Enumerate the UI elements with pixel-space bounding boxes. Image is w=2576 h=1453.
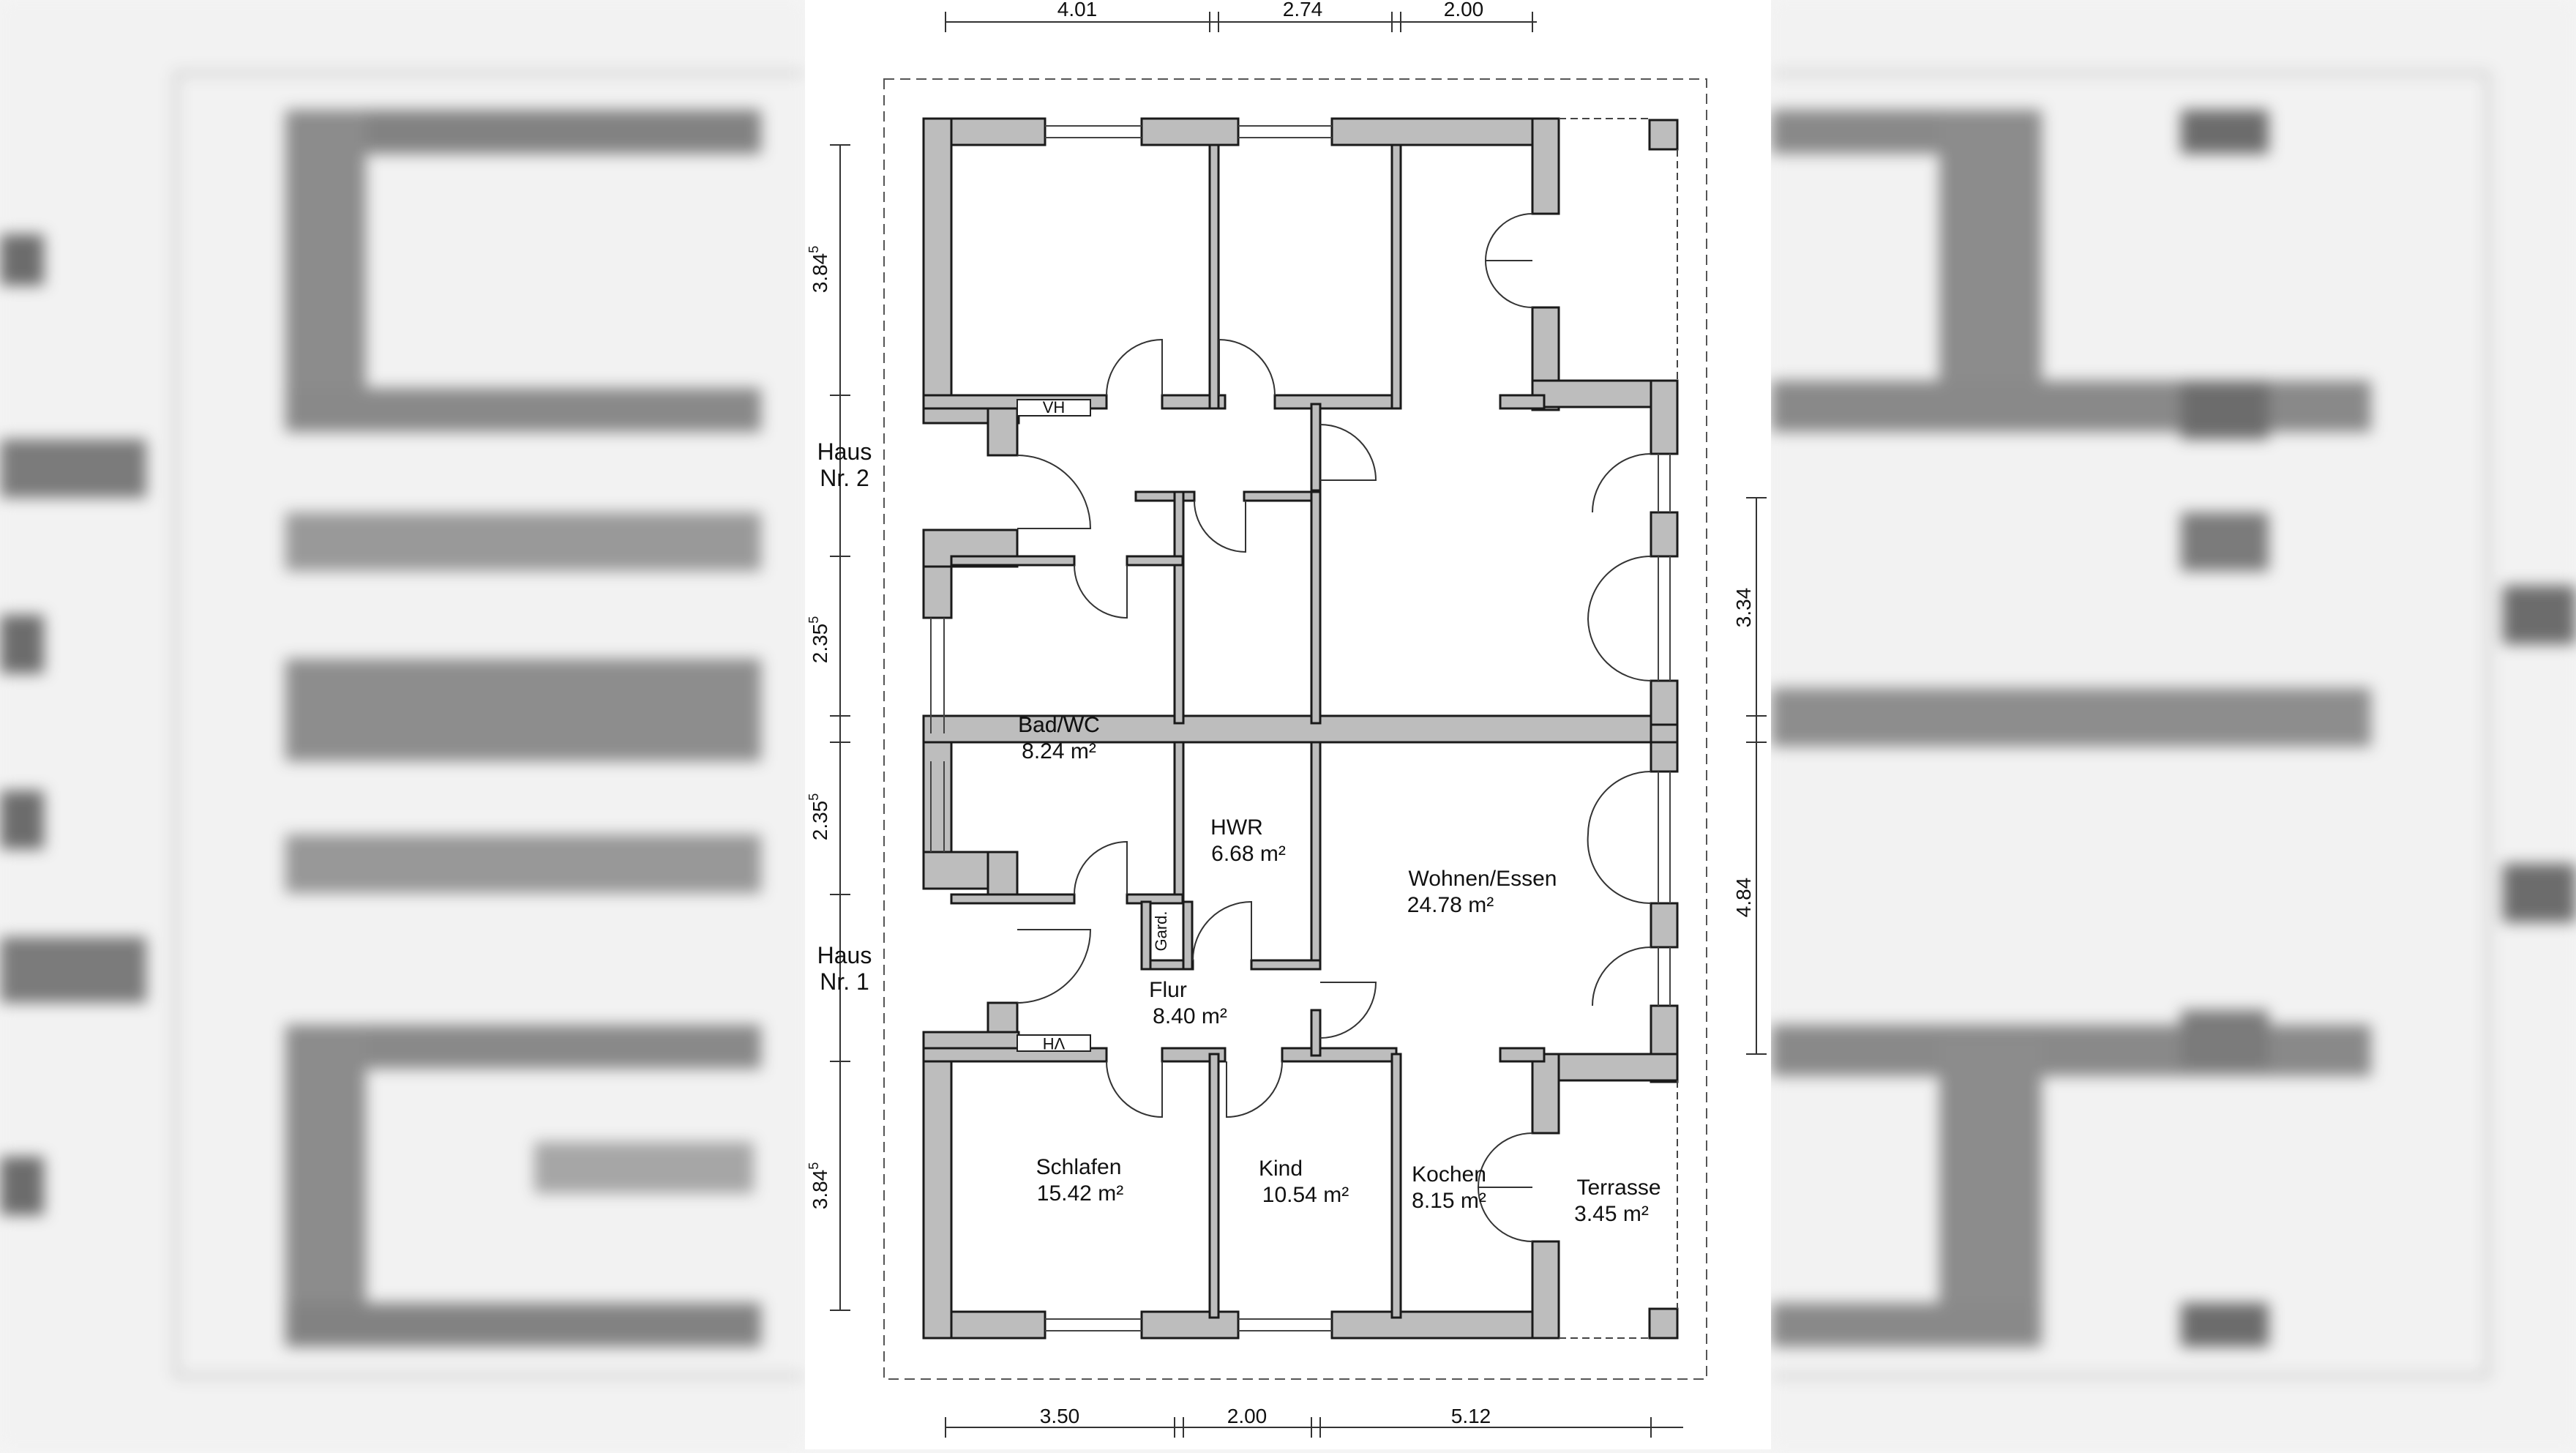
vh-label-bottom: VH [1043,1034,1066,1053]
dim-right-1: 3.34 [1732,588,1755,628]
kind-area-label: 10.54 m² [1262,1183,1349,1207]
wall-bottom-3 [1330,1310,1560,1340]
dim-bottom-2: 2.00 [1227,1405,1268,1427]
dim-bottom-1: 3.50 [1040,1405,1080,1427]
floor-plan-drawing: VH VH Gard. Bad/WC Bad/WC [806,0,1767,1438]
wall-top-2 [1140,117,1240,146]
dim-left-2: 2.355 [806,616,831,664]
post-bottom-right [1648,1307,1679,1340]
dim-top-3: 2.00 [1444,0,1484,20]
wall-bed-1-div-2 [1390,1053,1402,1319]
top-dimension-texts: 4.01 2.74 2.00 [1057,0,1484,20]
wall-hwr-2-top-b [1243,490,1319,502]
blurred-background-left [0,0,805,1449]
wall-bad-2-top [950,555,1076,567]
wall-hwr-1-right [1310,741,1322,963]
wall-center [922,714,1679,744]
wall-bottom-2 [1140,1310,1240,1340]
walls [922,117,1679,1340]
house-1-line2: Nr. 1 [820,968,869,995]
kochen-area-label: 8.15 m² [1412,1189,1486,1213]
dashed-outline [883,78,1707,1380]
room-bad-name-visible: Bad/WC [1018,713,1100,737]
wall-bed-2-div-2 [1390,143,1402,410]
kochen-name-label: Kochen [1412,1162,1486,1187]
wall-hwr-1-bottom-b [1250,959,1322,971]
wall-right-2c [1650,679,1679,726]
flur-area-label: 8.40 m² [1153,1004,1227,1028]
house-labels: Haus Nr. 2 Haus Nr. 1 [817,438,872,995]
schlafen-name-label: Schlafen [1036,1155,1122,1179]
vh-cabinet-top [1016,399,1091,417]
room-labels: Bad/WC Bad/WC [1018,713,1100,737]
left-dimension-texts: 3.845 2.355 2.355 3.845 [806,246,831,1210]
bad-name-label: Bad/WC [1018,713,1100,737]
doors [1016,213,1652,1242]
wall-gard-left [1140,900,1152,971]
wall-right-2a [1650,379,1679,455]
blurred-background-right [1771,0,2576,1449]
vh-label-top: VH [1043,398,1066,417]
wall-right-2b [1650,511,1679,558]
dim-top-1: 4.01 [1057,0,1098,20]
bad-area-label-text: 8.24 m² [1022,739,1096,763]
dim-top-2: 2.74 [1283,0,1323,20]
post-top-right [1648,119,1679,151]
wall-bad-1-right [1173,741,1185,902]
vh-cabinet-bottom [1016,1034,1091,1052]
wall-gard-right [1182,900,1194,971]
wall-right-1b [1650,902,1679,949]
kind-name-label: Kind [1259,1157,1303,1181]
dim-bottom-3: 5.12 [1451,1405,1491,1427]
gard-label: Gard. [1152,911,1170,951]
wall-bed-1-top-d [1499,1047,1546,1063]
dim-left-4: 3.845 [806,1162,831,1210]
wall-flur-2-right [1310,403,1322,492]
wall-flur-1-right [1310,1009,1322,1057]
wall-bed-2-bottom-d [1499,394,1546,410]
wall-entry-side-2a [986,400,1019,457]
right-dimension-texts: 3.34 4.84 [1732,588,1755,918]
wall-right-1a [1650,741,1679,773]
dimension-lines [830,12,1767,1438]
floor-plan-panel: VH VH Gard. Bad/WC Bad/WC [805,0,1771,1449]
wall-bad-2-top-b [1126,555,1184,567]
wall-entry-side-1a [986,851,1019,897]
bottom-dimension-texts: 3.50 2.00 5.12 [1040,1405,1491,1427]
wall-bed-2-div-1 [1208,143,1220,410]
wall-bad-1-bottom [950,893,1076,905]
wohnen-area-label: 24.78 m² [1407,893,1494,917]
windows [930,118,1678,1339]
schlafen-area-label: 15.42 m² [1037,1181,1123,1206]
house-2-line1: Haus [817,438,872,465]
wall-bad-2-right [1173,490,1185,725]
wall-bad-1-bottom-b [1126,893,1184,905]
wall-hwr-2-right [1310,490,1322,725]
wohnen-name-label: Wohnen/Essen [1409,867,1557,891]
house-1-line1: Haus [817,942,872,968]
hwr-name-label: HWR [1210,815,1263,840]
wall-left-4 [922,1038,953,1340]
terrasse-area-label: 3.45 m² [1574,1202,1649,1226]
wall-bed-2-bottom-c [1273,394,1398,410]
wall-left-1 [922,117,953,425]
hwr-area-label: 6.68 m² [1211,842,1286,866]
wall-top-3 [1330,117,1560,146]
terrasse-name-label: Terrasse [1576,1176,1660,1200]
dim-left-1: 3.845 [806,246,831,294]
house-2-line2: Nr. 2 [820,465,869,491]
flur-name-label: Flur [1149,978,1187,1002]
wall-right-top-a [1531,117,1560,215]
room-label-final-set: Bad/WC 8.24 m² HWR 6.68 m² Wohnen/Essen … [1018,713,1660,1226]
wall-bed-1-top-c [1281,1047,1398,1063]
dim-left-3: 2.355 [806,793,831,841]
wall-bed-1-div-1 [1208,1053,1220,1319]
dim-right-2: 4.84 [1732,878,1755,918]
wall-right-bot-a [1531,1053,1560,1135]
wall-right-bot-b [1531,1240,1560,1340]
wall-hwr-2-top [1134,490,1196,502]
